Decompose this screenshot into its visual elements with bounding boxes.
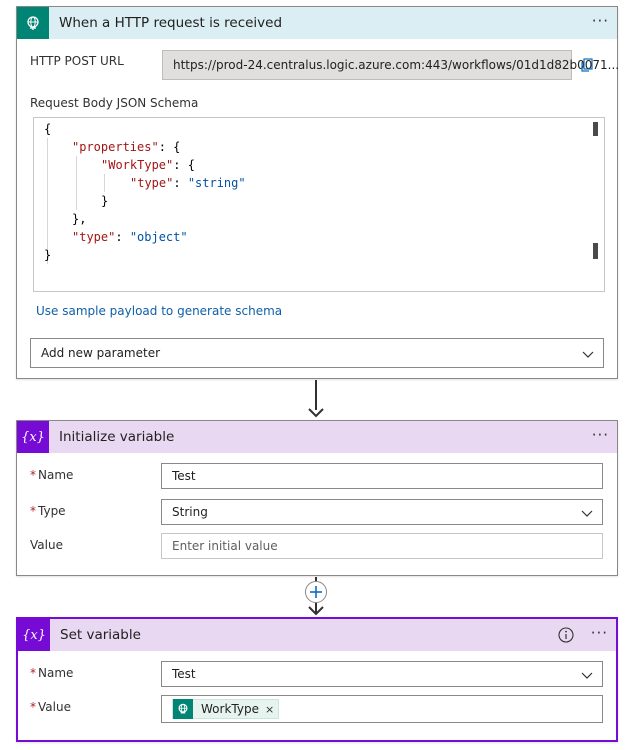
card-title: Initialize variable <box>59 429 175 445</box>
indent-guide <box>47 138 48 264</box>
code-line-6: }, <box>72 212 87 226</box>
flow-connector <box>315 380 317 410</box>
json-schema-editor[interactable]: { "properties": { "WorkType": { "type": … <box>33 117 605 292</box>
value-input[interactable]: Enter initial value <box>161 533 603 559</box>
variable-icon: {x} <box>17 421 49 453</box>
more-options-button[interactable]: ··· <box>590 624 608 642</box>
card-title: When a HTTP request is received <box>59 15 283 31</box>
chevron-down-icon <box>581 510 593 517</box>
token-label: WorkType <box>201 702 259 716</box>
plus-icon <box>310 586 322 598</box>
set-variable-card: {x} Set variable ··· *Name Test *Value <box>16 617 618 742</box>
editor-scrollbar-top[interactable] <box>593 122 598 136</box>
add-new-parameter-dropdown[interactable]: Add new parameter <box>30 338 604 368</box>
insert-step-button[interactable] <box>305 581 327 603</box>
type-value: String <box>172 505 208 519</box>
indent-guide <box>104 174 105 192</box>
remove-token-button[interactable]: × <box>264 702 275 716</box>
value-input[interactable]: WorkType × <box>161 695 603 723</box>
http-trigger-card: When a HTTP request is received ··· HTTP… <box>16 6 619 379</box>
name-label: *Name <box>30 468 74 482</box>
http-request-icon <box>173 699 193 719</box>
value-label: *Value <box>30 700 71 714</box>
info-icon[interactable] <box>558 627 574 643</box>
code-line-8: } <box>44 248 52 262</box>
code-line-1: { <box>44 122 52 136</box>
code-line-2: "properties": { <box>72 140 181 154</box>
type-dropdown[interactable]: String <box>161 499 603 525</box>
dynamic-content-token[interactable]: WorkType × <box>172 699 280 719</box>
type-label: *Type <box>30 504 66 518</box>
code-line-3: "WorkType": { <box>101 158 195 172</box>
value-placeholder: Enter initial value <box>172 539 278 553</box>
code-line-5: } <box>101 194 109 208</box>
editor-scrollbar-bottom[interactable] <box>593 243 598 259</box>
code-line-7: "type": "object" <box>72 230 188 244</box>
chevron-down-icon <box>581 672 593 679</box>
initialize-variable-card: {x} Initialize variable ··· *Name Test *… <box>16 420 618 576</box>
initialize-variable-header[interactable]: {x} Initialize variable ··· <box>17 421 617 453</box>
schema-label: Request Body JSON Schema <box>30 96 199 110</box>
arrow-down-icon <box>308 606 324 616</box>
copy-url-button[interactable] <box>579 57 595 73</box>
name-value: Test <box>172 469 196 483</box>
add-new-parameter-label: Add new parameter <box>41 346 161 360</box>
sample-payload-link[interactable]: Use sample payload to generate schema <box>36 304 283 318</box>
indent-guide <box>76 156 77 210</box>
copy-icon <box>581 58 593 72</box>
name-input[interactable]: Test <box>161 463 603 489</box>
http-post-url-value: https://prod-24.centralus.logic.azure.co… <box>173 58 620 72</box>
variable-icon: {x} <box>18 619 50 651</box>
http-post-url-label: HTTP POST URL <box>30 54 124 68</box>
chevron-down-icon <box>582 351 594 358</box>
more-options-button[interactable]: ··· <box>591 12 609 30</box>
more-options-button[interactable]: ··· <box>591 426 609 444</box>
http-request-icon <box>17 7 49 39</box>
card-title: Set variable <box>60 627 141 643</box>
name-label: *Name <box>30 666 74 680</box>
http-post-url-field[interactable]: https://prod-24.centralus.logic.azure.co… <box>162 50 619 80</box>
name-dropdown[interactable]: Test <box>161 661 603 687</box>
set-variable-header[interactable]: {x} Set variable ··· <box>18 619 616 651</box>
value-label: Value <box>30 538 63 552</box>
code-line-4: "type": "string" <box>130 176 246 190</box>
name-value: Test <box>172 667 196 681</box>
http-trigger-header[interactable]: When a HTTP request is received ··· <box>17 7 617 39</box>
arrow-down-icon <box>308 408 324 418</box>
